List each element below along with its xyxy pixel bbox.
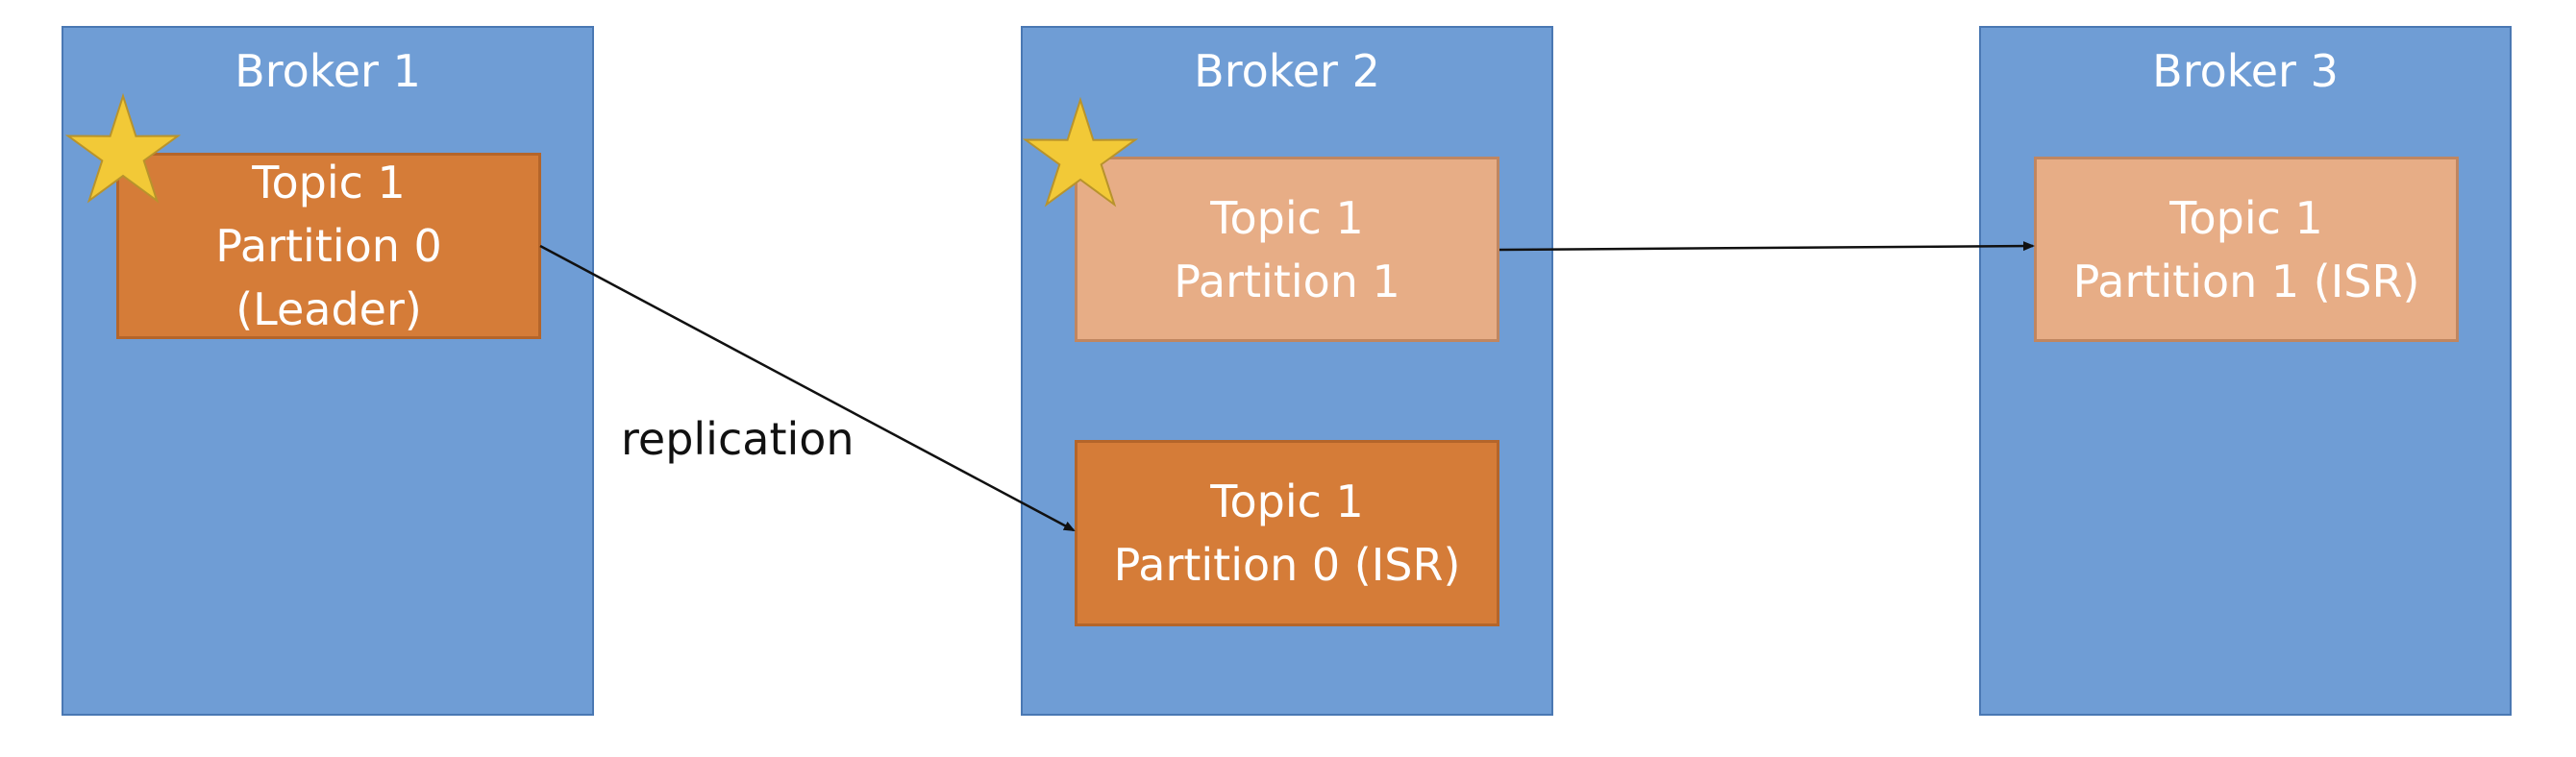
partition-line: Partition 0 (ISR) (1113, 539, 1461, 591)
replication-label: replication (621, 413, 855, 465)
partition-line: Topic 1 (252, 157, 406, 208)
partition-box-broker3-isr: Topic 1 Partition 1 (ISR) (2034, 157, 2459, 342)
partition-line: Partition 1 (1174, 255, 1400, 307)
partition-line: (Leader) (235, 283, 422, 335)
partition-line: Topic 1 (1210, 191, 1364, 244)
partition-box-broker1-leader: Topic 1 Partition 0 (Leader) (116, 153, 541, 339)
partition-line: Topic 1 (1210, 476, 1364, 527)
partition-line: Partition 0 (215, 220, 442, 272)
partition-line: Partition 1 (ISR) (2072, 255, 2420, 307)
partition1-isr-arrow (1499, 241, 2035, 252)
broker-title: Broker 3 (2152, 45, 2339, 97)
broker-title: Broker 2 (1194, 45, 1380, 97)
star-icon (1022, 96, 1139, 208)
partition-box-broker2-isr: Topic 1 Partition 0 (ISR) (1075, 440, 1499, 626)
broker-3: Broker 3 (1979, 26, 2512, 716)
partition-line: Topic 1 (2169, 191, 2323, 244)
replication-arrow (539, 244, 1076, 532)
partition-box-broker2-leader: Topic 1 Partition 1 (1075, 157, 1499, 342)
broker-title: Broker 1 (235, 45, 421, 97)
star-icon (64, 92, 182, 204)
